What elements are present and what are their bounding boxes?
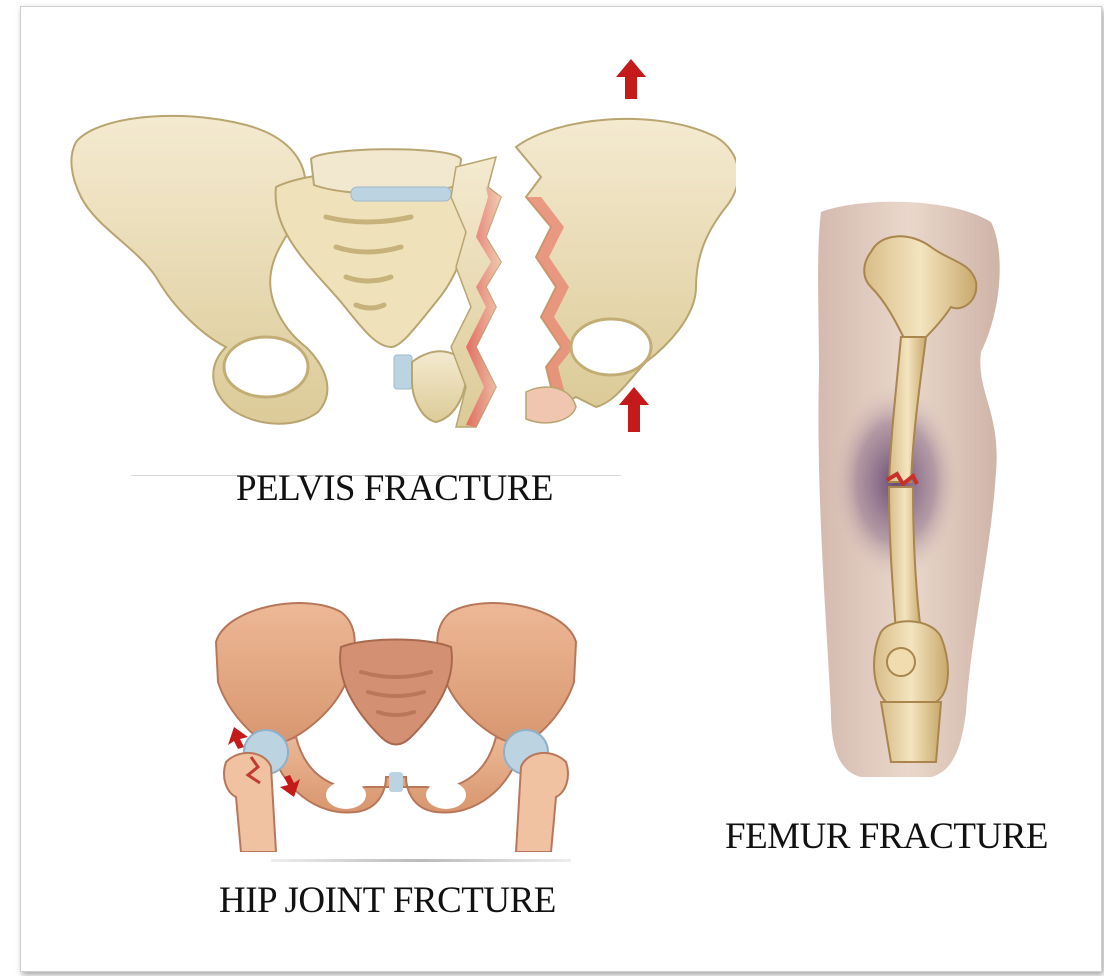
femur-fracture-panel xyxy=(801,192,1041,782)
hip-joint-illustration xyxy=(196,587,596,852)
intervertebral-disc xyxy=(351,187,451,201)
left-femur-top xyxy=(224,753,276,852)
hip-caption-smudge xyxy=(271,859,571,862)
upward-arrow-bottom xyxy=(619,387,649,432)
pelvis-fracture-caption: PELVIS FRACTURE xyxy=(236,467,553,510)
pelvis-fracture-illustration xyxy=(56,47,736,447)
femur-fracture-caption: FEMUR FRACTURE xyxy=(725,815,1048,858)
left-obturator-foramen xyxy=(224,337,308,397)
right-femur-top xyxy=(516,753,568,852)
femur-illustration xyxy=(801,192,1041,782)
hip-joint-fracture-panel xyxy=(196,587,596,852)
upward-arrow-top xyxy=(616,59,646,99)
hip-pubic-symphysis xyxy=(389,772,403,792)
hip-joint-fracture-caption: HIP JOINT FRCTURE xyxy=(219,879,556,922)
pubic-symphysis xyxy=(394,355,412,389)
right-obturator-foramen xyxy=(571,319,651,375)
hip-sacrum xyxy=(340,640,452,745)
patella xyxy=(887,648,915,676)
tibia-top xyxy=(881,702,941,762)
pelvis-fracture-panel xyxy=(56,47,736,447)
figure-frame: PELVIS FRACTURE xyxy=(20,6,1102,972)
